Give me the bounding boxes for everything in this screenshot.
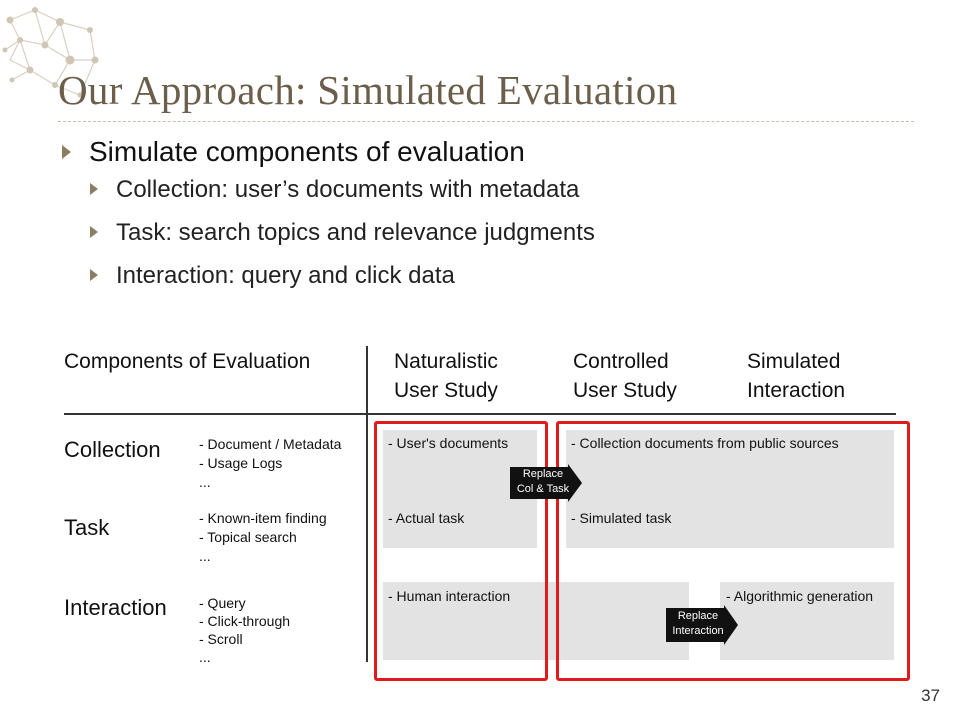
slide-title: Our Approach: Simulated Evaluation	[58, 67, 678, 113]
bullet-item: Simulate components of evaluation	[62, 136, 922, 176]
header-divider	[64, 413, 896, 415]
replace-interaction-line2: Interaction	[672, 625, 724, 637]
row-label-collection: Collection	[64, 437, 161, 462]
replace-col-task-arrow-icon	[510, 464, 582, 502]
replace-interaction-line1: Replace	[677, 610, 719, 622]
bullet-text: Simulate components of evaluation	[89, 136, 525, 167]
cell-simulated-interaction	[720, 582, 894, 660]
replace-col-task-line2: Col & Task	[516, 483, 570, 495]
bullet-arrow-icon	[90, 182, 98, 195]
header-controlled-line2: User Study	[573, 379, 677, 402]
task-item: - Topical search	[199, 529, 297, 545]
row-label-task: Task	[64, 515, 110, 540]
cell-text-actual-task: - Actual task	[388, 510, 465, 526]
column-divider	[366, 346, 368, 662]
interaction-item: - Click-through	[199, 613, 291, 629]
interaction-item: - Query	[199, 595, 246, 611]
network-decoration-icon	[2, 7, 99, 98]
task-item: ...	[199, 548, 211, 564]
header-naturalistic-line2: User Study	[394, 379, 498, 402]
collection-item: - Document / Metadata	[199, 436, 342, 452]
header-naturalistic-line1: Naturalistic	[394, 350, 498, 373]
task-item: - Known-item finding	[199, 510, 327, 526]
interaction-item: ...	[199, 649, 211, 665]
title-divider	[58, 121, 914, 122]
cell-naturalistic-controlled-interaction	[383, 582, 689, 660]
collection-item: ...	[199, 474, 211, 490]
replace-interaction-arrow-icon	[666, 605, 738, 645]
sub-bullet-item: Interaction: query and click data	[62, 262, 922, 305]
bullet-list: Simulate components of evaluation Collec…	[62, 136, 922, 305]
bullet-text: Task: search topics and relevance judgme…	[116, 219, 595, 246]
controlled-simulated-highlight-box	[556, 421, 910, 681]
replace-col-task-line1: Replace	[522, 468, 564, 480]
cell-text-collection-public: - Collection documents from public sourc…	[571, 435, 839, 451]
sub-bullet-item: Collection: user’s documents with metada…	[62, 176, 922, 219]
bullet-arrow-icon	[90, 225, 98, 238]
cell-text-human-interaction: - Human interaction	[388, 588, 511, 604]
header-simulated-line1: Simulated	[747, 350, 841, 373]
cell-text-simulated-task: - Simulated task	[571, 510, 672, 526]
header-components: Components of Evaluation	[64, 350, 311, 373]
row-label-interaction: Interaction	[64, 595, 167, 620]
cell-controlled-simulated-collection-task	[566, 430, 894, 548]
header-controlled-line1: Controlled	[573, 350, 669, 373]
sub-bullet-item: Task: search topics and relevance judgme…	[62, 219, 922, 262]
bullet-text: Interaction: query and click data	[116, 262, 455, 289]
header-simulated-line2: Interaction	[747, 379, 846, 402]
bullet-arrow-icon	[90, 268, 98, 281]
bullet-arrow-icon	[62, 144, 71, 159]
page-number: 37	[921, 686, 940, 705]
interaction-item: - Scroll	[199, 631, 243, 647]
collection-item: - Usage Logs	[199, 455, 283, 471]
cell-text-algorithmic-generation: - Algorithmic generation	[726, 588, 874, 604]
naturalistic-highlight-box	[374, 421, 548, 681]
cell-text-users-documents: - User's documents	[388, 435, 509, 451]
bullet-text: Collection: user’s documents with metada…	[116, 176, 580, 203]
